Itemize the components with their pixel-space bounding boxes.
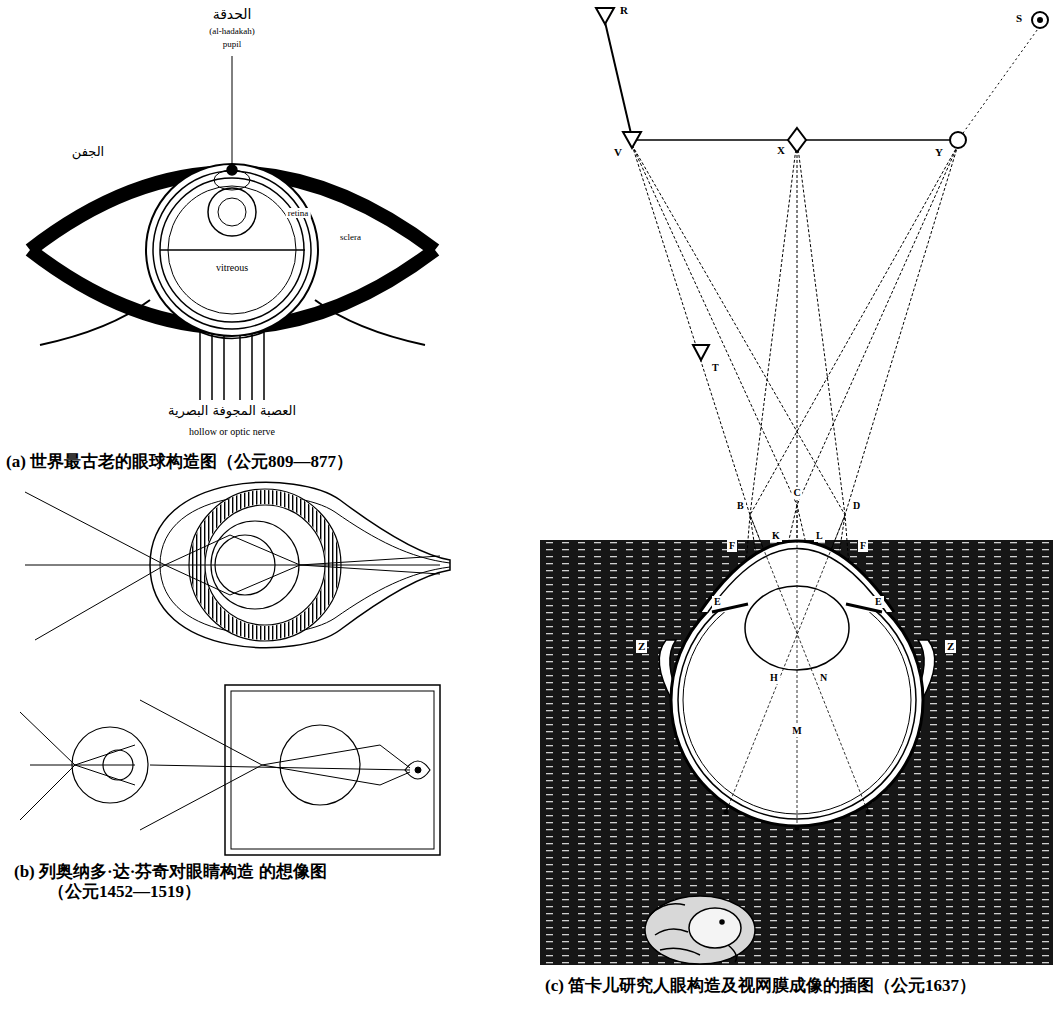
descartes-eye-plate xyxy=(724,810,729,815)
part-label: pupil xyxy=(221,39,244,49)
point-letter: V xyxy=(612,146,624,159)
leonardo-eye-sketch xyxy=(165,535,440,595)
arabic-eye-diagram xyxy=(200,332,264,339)
point-letter: N xyxy=(818,672,829,684)
arabic-label: العصبة المجوفة البصرية xyxy=(166,404,298,419)
point-letter: M xyxy=(790,725,803,737)
descartes-eye-plate xyxy=(689,908,741,948)
descartes-eye-plate xyxy=(623,132,641,148)
leonardo-eye-sketch xyxy=(140,700,410,830)
point-letter: E xyxy=(712,596,723,608)
part-label: hollow or optic nerve xyxy=(187,426,277,438)
arabic-eye-diagram xyxy=(160,178,304,322)
arabic-eye-diagram xyxy=(315,300,425,345)
leonardo-eye-sketch xyxy=(20,482,450,855)
point-letter: Z xyxy=(945,640,956,653)
figure-caption: (c) 笛卡儿研究人眼构造及视网膜成像的插图（公元1637） xyxy=(545,976,976,996)
point-letter: E xyxy=(873,596,884,608)
arabic-label: الجفن xyxy=(70,145,106,160)
arabic-label: الحدقة xyxy=(211,6,254,22)
leonardo-eye-sketch xyxy=(20,712,135,820)
descartes-eye-plate xyxy=(693,345,709,360)
descartes-eye-plate xyxy=(596,8,614,24)
point-letter: K xyxy=(770,530,782,542)
leonardo-eye-sketch xyxy=(415,767,421,773)
descartes-eye-plate xyxy=(726,515,845,812)
descartes-eye-plate xyxy=(795,826,800,831)
descartes-eye-plate xyxy=(866,810,871,815)
descartes-eye-plate xyxy=(650,904,736,962)
descartes-eye-plate xyxy=(540,540,1053,965)
descartes-eye-plate xyxy=(726,505,868,828)
arabic-eye-diagram xyxy=(146,164,318,336)
part-label: retina xyxy=(286,208,311,218)
part-label: sclera xyxy=(338,232,363,242)
arabic-eye-diagram xyxy=(200,332,264,400)
leonardo-eye-sketch xyxy=(25,492,165,640)
arabic-eye-diagram xyxy=(218,198,246,226)
arabic-eye-diagram xyxy=(232,56,233,163)
arabic-eye-diagram xyxy=(160,249,305,251)
point-letter: Y xyxy=(933,146,945,159)
point-letter: X xyxy=(775,144,787,157)
descartes-eye-plate xyxy=(605,22,632,138)
point-letter: H xyxy=(768,672,780,684)
point-letter: B xyxy=(735,500,746,512)
point-letter: D xyxy=(851,500,862,512)
part-label: vitreous xyxy=(214,262,250,274)
point-letter: Z xyxy=(636,640,647,653)
point-letter: C xyxy=(791,487,802,499)
descartes-eye-plate xyxy=(750,515,868,812)
descartes-eye-plate xyxy=(788,128,806,152)
figure-caption: (b) 列奥纳多·达·芬奇对眼睛构造 的想像图（公元1452—1519） xyxy=(14,862,348,901)
descartes-eye-plate xyxy=(632,26,1040,828)
point-letter: S xyxy=(1014,12,1024,25)
arabic-eye-diagram xyxy=(40,300,150,345)
descartes-eye-plate xyxy=(1032,12,1048,28)
leonardo-eye-sketch xyxy=(150,482,450,647)
transliteration-label: (al-hadakah) xyxy=(207,26,256,36)
figure-caption: (a) 世界最古老的眼球构造图（公元809—877） xyxy=(6,452,353,472)
arabic-eye-diagram xyxy=(30,56,435,400)
descartes-eye-plate xyxy=(540,8,1053,965)
descartes-eye-plate xyxy=(645,896,755,964)
leonardo-eye-sketch xyxy=(405,761,430,779)
point-letter: F xyxy=(858,540,868,552)
descartes-eye-plate xyxy=(645,896,755,964)
descartes-eye-plate xyxy=(720,920,724,924)
arabic-eye-diagram xyxy=(208,188,256,236)
descartes-eye-plate xyxy=(958,26,1040,140)
arabic-eye-diagram xyxy=(153,171,311,329)
point-letter: L xyxy=(814,530,825,542)
point-letter: T xyxy=(710,362,721,374)
descartes-eye-plate xyxy=(659,541,934,826)
descartes-eye-plate xyxy=(797,505,798,828)
descartes-eye-plate xyxy=(596,8,1048,360)
descartes-eye-plate xyxy=(950,132,966,148)
point-letter: F xyxy=(727,540,737,552)
arabic-eye-diagram xyxy=(227,165,237,175)
leonardo-eye-sketch xyxy=(280,725,360,805)
point-letter: R xyxy=(618,4,630,17)
descartes-eye-plate xyxy=(1038,18,1042,22)
